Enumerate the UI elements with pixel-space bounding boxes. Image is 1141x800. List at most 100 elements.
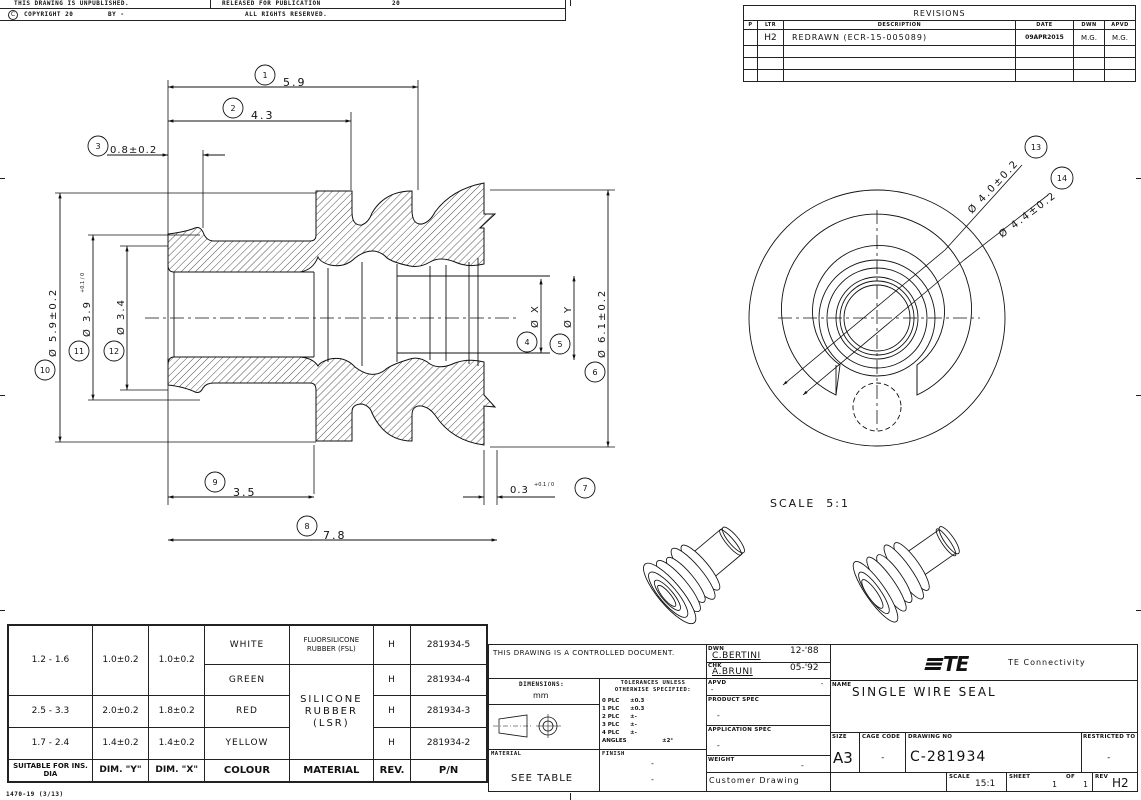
balloon-3 [87, 135, 109, 157]
col-date: DATE [1015, 20, 1074, 30]
rev-label: REV [1095, 774, 1109, 780]
publication-header: THIS DRAWING IS UNPUBLISHED. RELEASED FO… [0, 0, 566, 21]
header-colour: COLOUR [204, 758, 290, 783]
sheet-value: 1 [1052, 780, 1057, 789]
chk-label: CHK [708, 663, 722, 669]
rev-p [743, 29, 758, 46]
material-cell: SILICONE RUBBER (LSR) [288, 663, 375, 760]
col-dwn: DWN [1073, 20, 1105, 30]
seal-body-upper [167, 182, 497, 273]
balloon-9-label: 9 [212, 478, 217, 487]
bore-lines [173, 258, 550, 366]
size-label: SIZE [832, 734, 847, 740]
outer-circle [748, 189, 1006, 447]
dim-10-value: Ø 5.9±0.2 [47, 288, 59, 357]
material-label: MATERIAL [491, 751, 522, 757]
apvd-value: - [710, 686, 715, 694]
dim-6-value: Ø 6.1±0.2 [596, 289, 608, 358]
balloon-14 [1050, 166, 1074, 190]
header-material: MATERIAL [288, 758, 375, 783]
dim-x-cell: 1.8±0.2 [148, 694, 206, 728]
unpublished-note: THIS DRAWING IS UNPUBLISHED. [14, 0, 130, 7]
col-p: P [743, 20, 758, 30]
frame-tick [1136, 178, 1141, 179]
rev-cell: H [372, 726, 412, 760]
tolerance-row: 4 PLC±- [602, 730, 637, 736]
pn-cell: 281934-5 [410, 624, 488, 665]
header-dim-y: DIM. "Y" [91, 758, 150, 783]
header-pn: P/N [410, 758, 488, 783]
rev-apvd: M.G. [1104, 29, 1136, 46]
dim-8-value: 7.8 [323, 529, 347, 542]
revision-row [743, 45, 1136, 58]
balloon-1-label: 1 [262, 71, 267, 80]
dim-1-value: 5.9 [283, 76, 307, 89]
balloon-13-label: 13 [1031, 143, 1041, 152]
ins-dia-cell: 1.2 - 1.6 [7, 624, 93, 696]
header-dim-x: DIM. "X" [148, 758, 206, 783]
balloon-11 [68, 340, 90, 362]
released-label: RELEASED FOR PUBLICATION [222, 0, 321, 7]
weight-value: - [800, 761, 805, 770]
balloon-12-label: 12 [109, 347, 119, 356]
balloon-13 [1024, 135, 1048, 159]
projection-symbol-icon [493, 714, 561, 738]
rev-date: 09APR2015 [1015, 29, 1074, 46]
balloon-6-label: 6 [592, 368, 597, 377]
rev-cell: H [372, 694, 412, 728]
colour-cell: GREEN [204, 663, 290, 696]
finish-value: - [651, 759, 655, 768]
col-description: DESCRIPTION [783, 20, 1016, 30]
company-name: TE Connectivity [1008, 658, 1086, 667]
title-block: THIS DRAWING IS A CONTROLLED DOCUMENT. D… [488, 644, 1138, 792]
material-cell: FLUORSILICONE RUBBER (FSL) [288, 624, 375, 665]
frame-tick [0, 178, 5, 179]
isometric-view-front [643, 526, 745, 625]
weight-label: WEIGHT [708, 757, 735, 763]
drawing-no-value: C-281934 [910, 749, 987, 765]
restricted-value: - [1106, 753, 1112, 763]
revision-row [743, 69, 1136, 82]
header-rev: REV. [372, 758, 412, 783]
dim-11-tolerance: +0.1 / 0 [80, 273, 86, 293]
col-ltr: LTR [757, 20, 784, 30]
revisions-title: REVISIONS [743, 5, 1136, 21]
te-logo-icon: TE [924, 653, 969, 675]
pn-cell: 281934-2 [410, 726, 488, 760]
parts-table: 1.2 - 1.6 1.0±0.2 1.0±0.2 WHITE FLUORSIL… [7, 624, 488, 783]
frame-tick [570, 793, 571, 800]
dim-7-value: 0.3 [510, 485, 529, 496]
rights-reserved: ALL RIGHTS RESERVED. [245, 11, 328, 18]
pn-cell: 281934-3 [410, 694, 488, 728]
parts-row: 2.5 - 3.3 2.0±0.2 1.8±0.2 RED H 281934-3 [7, 694, 488, 728]
balloon-7-label: 7 [582, 484, 587, 493]
revisions-table: REVISIONS P LTR DESCRIPTION DATE DWN APV… [743, 5, 1136, 82]
balloon-3-label: 3 [95, 142, 100, 151]
dim-5-value: Ø Y [562, 305, 574, 328]
header-ins-dia: SUITABLE FOR INS. DIA [7, 758, 93, 783]
parts-row: 1.7 - 2.4 1.4±0.2 1.4±0.2 YELLOW H 28193… [7, 726, 488, 760]
dim-x-cell: 1.4±0.2 [148, 726, 206, 760]
parts-row: GREEN SILICONE RUBBER (LSR) H 281934-4 [8, 663, 488, 760]
parts-row: 1.2 - 1.6 1.0±0.2 1.0±0.2 WHITE FLUORSIL… [7, 624, 488, 696]
frame-tick [0, 610, 5, 611]
frame-tick [1136, 395, 1141, 396]
frame-tick [1136, 610, 1141, 611]
pn-cell: 281934-4 [410, 663, 488, 696]
tolerance-row: 3 PLC±- [602, 722, 637, 728]
balloon-2-label: 2 [230, 104, 235, 113]
dim-9-value: 3.5 [233, 486, 257, 499]
balloon-14-label: 14 [1057, 174, 1067, 183]
balloon-12 [103, 340, 125, 362]
balloon-1 [254, 64, 276, 86]
copyright-text: COPYRIGHT 20 [24, 11, 74, 18]
name-label: NAME [832, 682, 852, 688]
dim-14-value: Ø 4.4±0.2 [997, 189, 1060, 240]
slot-circle [852, 382, 902, 432]
leader-14 [802, 259, 965, 396]
part-name: SINGLE WIRE SEAL [852, 685, 997, 699]
released-year: 20 [392, 0, 401, 7]
product-spec-label: PRODUCT SPEC [708, 697, 760, 703]
dim-2-value: 4.3 [251, 109, 275, 122]
balloon-10-label: 10 [40, 366, 50, 375]
